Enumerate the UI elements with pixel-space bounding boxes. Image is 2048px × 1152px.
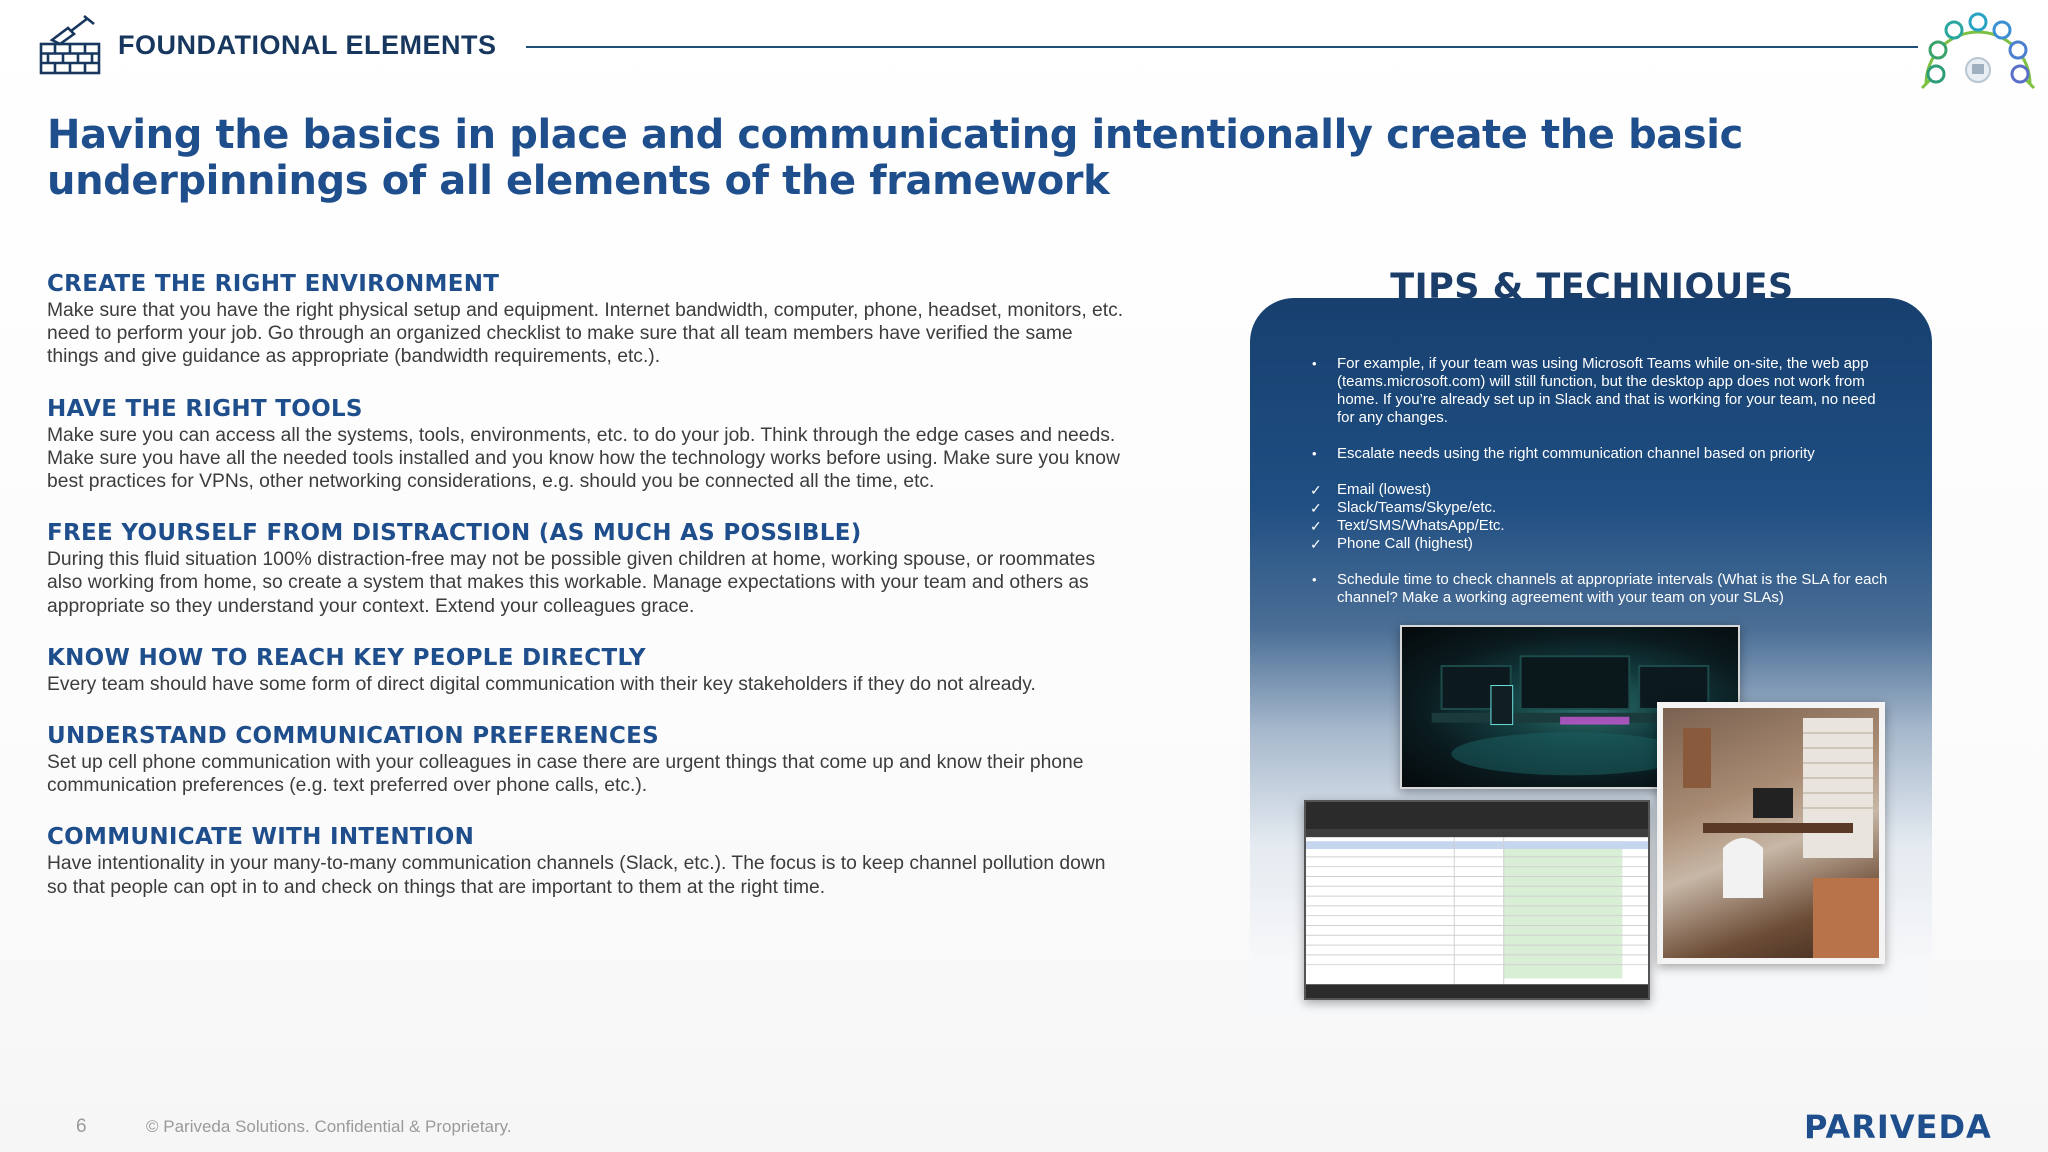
section-tools: HAVE THE RIGHT TOOLS Make sure you can a… <box>47 395 1127 494</box>
tip-check-item: Text/SMS/WhatsApp/Etc. <box>1310 517 1895 535</box>
tips-title: TIPS & TECHNIQUES <box>1390 267 1794 299</box>
section-title: KNOW HOW TO REACH KEY PEOPLE DIRECTLY <box>47 644 646 671</box>
section-environment: CREATE THE RIGHT ENVIRONMENT Make sure t… <box>47 270 1127 369</box>
section-body: Have intentionality in your many-to-many… <box>47 853 1106 898</box>
section-intention: COMMUNICATE WITH INTENTION Have intentio… <box>47 823 1127 898</box>
header-divider <box>526 46 1918 48</box>
framework-gauge-icon <box>1920 12 2036 90</box>
section-label: FOUNDATIONAL ELEMENTS <box>118 30 497 60</box>
section-title: COMMUNICATE WITH INTENTION <box>47 824 475 851</box>
page-number: 6 <box>76 1116 87 1137</box>
section-body: Set up cell phone communication with you… <box>47 752 1084 797</box>
tip-check-item: Slack/Teams/Skype/etc. <box>1310 499 1895 517</box>
section-body: During this fluid situation 100% distrac… <box>47 549 1096 617</box>
tip-item: Schedule time to check channels at appro… <box>1310 571 1895 607</box>
tip-item: For example, if your team was using Micr… <box>1310 355 1895 427</box>
section-title: CREATE THE RIGHT ENVIRONMENT <box>47 271 500 297</box>
tip-check-item: Phone Call (highest) <box>1310 535 1895 553</box>
slide-headline: Having the basics in place and communica… <box>47 112 1743 204</box>
copyright-notice: © Pariveda Solutions. Confidential & Pro… <box>146 1117 512 1136</box>
section-reach-people: KNOW HOW TO REACH KEY PEOPLE DIRECTLY Ev… <box>47 644 1127 696</box>
spreadsheet-screenshot <box>1304 800 1650 1000</box>
tip-check-item: Email (lowest) <box>1310 481 1895 499</box>
section-body: Make sure that you have the right physic… <box>47 300 1124 368</box>
pariveda-logo: PARIVEDA <box>1804 1108 1992 1146</box>
content-sections: CREATE THE RIGHT ENVIRONMENT Make sure t… <box>47 270 1127 925</box>
section-title: UNDERSTAND COMMUNICATION PREFERENCES <box>47 723 660 750</box>
section-body: Make sure you can access all the systems… <box>47 424 1120 493</box>
section-title: FREE YOURSELF FROM DISTRACTION (AS MUCH … <box>47 520 862 547</box>
tip-item: Escalate needs using the right communica… <box>1310 445 1895 463</box>
section-distraction: FREE YOURSELF FROM DISTRACTION (AS MUCH … <box>47 519 1127 618</box>
section-body: Every team should have some form of dire… <box>47 673 1036 695</box>
section-title: HAVE THE RIGHT TOOLS <box>47 395 363 422</box>
tips-list: For example, if your team was using Micr… <box>1310 355 1895 607</box>
section-preferences: UNDERSTAND COMMUNICATION PREFERENCES Set… <box>47 722 1127 797</box>
home-office-photo <box>1657 702 1885 964</box>
brick-wall-trowel-icon <box>39 14 101 75</box>
